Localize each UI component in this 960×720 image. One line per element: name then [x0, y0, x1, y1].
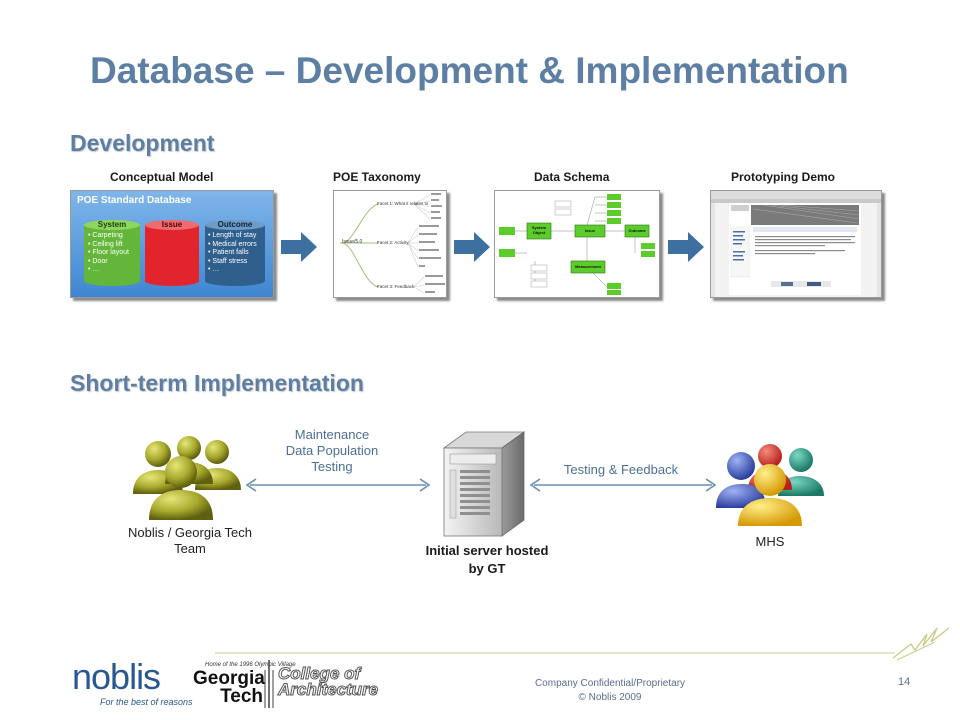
slide-title: Database – Development & Implementation	[90, 50, 849, 91]
mhs-group-icon	[716, 444, 824, 526]
noblis-logo: noblis	[72, 656, 161, 697]
mhs-label: MHS	[755, 534, 785, 549]
implementation-heading: Short-term Implementation	[70, 370, 364, 396]
caption-prototyping-demo: Prototyping Demo	[731, 170, 835, 184]
slide-number: 14	[898, 676, 911, 688]
left-link-line3: Testing	[311, 459, 353, 474]
prototyping-demo-thumbnail	[710, 190, 882, 298]
system-item: • Door	[88, 257, 108, 265]
arrow-right-icon	[454, 232, 490, 262]
conceptual-model-header: POE Standard Database	[77, 195, 192, 206]
arrow-right-icon	[281, 232, 317, 262]
gt-logo: Georgia Tech	[193, 668, 265, 707]
data-schema-thumbnail: System Object Issue Outcome Measurement	[494, 190, 660, 298]
outcome-item: • Staff stress	[208, 257, 248, 265]
footer-confidential: Company Confidential/Proprietary © Nobli…	[505, 677, 715, 705]
team-group-icon	[133, 436, 241, 520]
system-item: • Ceiling lift	[88, 240, 123, 248]
issue-cylinder: Issue	[144, 219, 200, 287]
taxonomy-facet-2: Facet 2: Activity	[377, 240, 409, 245]
coa-logo-line1: College of	[277, 664, 361, 683]
footer-copyright-line: © Noblis 2009	[578, 692, 642, 703]
gt-note: Home of the 1996 Olympic Village	[205, 662, 296, 668]
team-label-line2: Team	[174, 541, 206, 556]
schema-node-measurement: Measurement	[575, 264, 601, 269]
outcome-cylinder: Outcome • Length of stay • Medical error…	[204, 219, 266, 287]
conceptual-model-thumbnail: POE Standard Database System • Carpeting…	[70, 190, 274, 298]
noblis-tagline: For the best of reasons	[100, 697, 193, 707]
system-label: System	[97, 220, 127, 229]
arrow-right-icon	[668, 232, 704, 262]
left-link-line2: Data Population	[285, 443, 379, 458]
development-heading: Development	[70, 130, 215, 156]
outcome-item: • Medical errors	[208, 240, 257, 248]
system-item: • Floor layout	[88, 249, 129, 257]
right-link-label: Testing & Feedback	[563, 462, 679, 477]
coa-logo: College of Architecture	[277, 664, 379, 699]
outcome-label: Outcome	[217, 220, 253, 229]
footer-confidential-line: Company Confidential/Proprietary	[534, 678, 686, 689]
system-item: • Carpeting	[88, 232, 123, 239]
taxonomy-facet-1: Facet 1: What it relates to	[377, 201, 429, 206]
left-link-line1: Maintenance	[294, 427, 370, 442]
system-item: • …	[88, 266, 100, 274]
taxonomy-facet-3: Facet 3: Feedback	[377, 284, 415, 289]
server-label-line2: by GT	[468, 561, 506, 576]
server-label: Initial server hosted by GT	[398, 542, 576, 578]
gt-logo-line1: Georgia	[193, 668, 265, 689]
footer-rule	[215, 627, 950, 661]
outcome-item: • Length of stay	[208, 232, 257, 239]
coa-logo-line2: Architecture	[277, 680, 379, 699]
issue-cylinder-shape	[145, 220, 199, 286]
server-icon	[442, 431, 526, 537]
schema-diagram	[499, 194, 655, 295]
outcome-item: • …	[208, 266, 220, 274]
team-label-line1: Noblis / Georgia Tech	[127, 525, 253, 540]
caption-conceptual-model: Conceptual Model	[110, 170, 214, 184]
taxonomy-mindmap	[340, 193, 445, 294]
right-double-arrow	[529, 478, 717, 492]
left-double-arrow	[245, 478, 431, 492]
system-cylinder: System • Carpeting • Ceiling lift • Floo…	[83, 219, 141, 287]
gt-logo-line2: Tech	[220, 686, 263, 707]
poe-taxonomy-thumbnail: Issue/5.0 Facet 1: What it relates to Fa…	[333, 190, 447, 298]
caption-data-schema: Data Schema	[534, 170, 610, 184]
outcome-cylinder-shape	[205, 220, 265, 286]
taxonomy-root: Issue/5.0	[342, 239, 363, 245]
schema-node-issue: Issue	[584, 228, 596, 233]
issue-label: Issue	[161, 220, 183, 229]
left-link-label: Maintenance Data Population Testing	[272, 427, 392, 475]
schema-node-outcome: Outcome	[628, 228, 646, 233]
team-label: Noblis / Georgia Tech Team	[105, 525, 275, 557]
server-label-line1: Initial server hosted	[425, 543, 549, 558]
schema-node-system-object: System Object	[531, 225, 547, 235]
outcome-item: • Patient falls	[208, 249, 249, 257]
system-cylinder-shape	[84, 220, 140, 286]
gt-tower-icon	[264, 660, 274, 708]
caption-poe-taxonomy: POE Taxonomy	[333, 170, 421, 184]
web-page-screenshot	[711, 191, 881, 297]
